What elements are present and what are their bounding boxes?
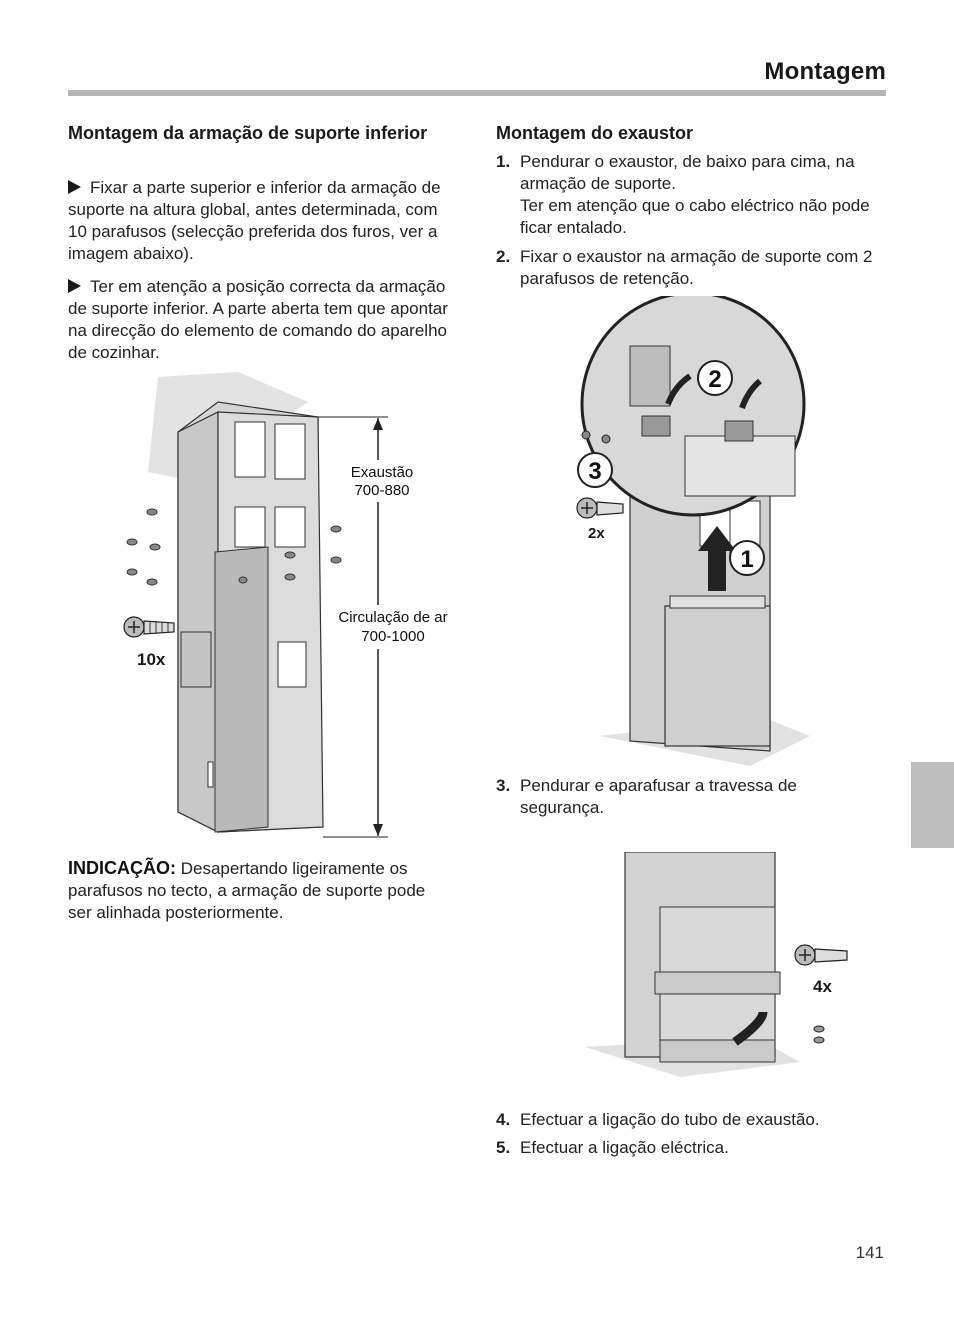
circulation-label: Circulação de ar [338, 609, 447, 626]
step-number: 2. [496, 247, 511, 266]
hood-mounting-figure: 2 3 1 2x [576, 296, 810, 766]
step-number: 4. [496, 1110, 511, 1129]
step-1-text-2: Ter em atenção que o cabo eléctrico não … [520, 196, 870, 237]
arrow-up-icon [373, 418, 383, 430]
step-number: 1. [496, 152, 511, 171]
arrow-up-icon [698, 526, 736, 591]
step-1-text: Pendurar o exaustor, de baixo para cima,… [520, 152, 855, 193]
screw-icon [794, 944, 848, 966]
label-bg [333, 460, 425, 502]
note-text: Desapertando ligeiramente os parafusos n… [68, 859, 426, 922]
instruction-1: Fixar a parte superior e inferior da arm… [68, 177, 453, 265]
step-list-c: 4. Efectuar a ligação do tubo de exaustã… [496, 1109, 876, 1159]
section-heading-hood: Montagem do exaustor [496, 123, 694, 143]
step-3-text: Pendurar e aparafusar a travessa de segu… [520, 776, 797, 817]
frame-cutout [234, 506, 266, 548]
detail-hood-top [684, 435, 796, 497]
page-title: Montagem [764, 58, 886, 85]
instruction-2-text: Ter em atenção a posição correcta da arm… [68, 277, 448, 362]
callout-1: 1 [729, 540, 765, 576]
step-4: 4. Efectuar a ligação do tubo de exaustã… [496, 1109, 876, 1131]
step-4-text: Efectuar a ligação do tubo de exaustão. [520, 1110, 820, 1129]
instruction-1-text: Fixar a parte superior e inferior da arm… [68, 178, 441, 263]
frame-cutout [274, 506, 306, 548]
exhaust-label: Exaustão [351, 464, 414, 481]
frame-cutout [277, 641, 307, 688]
safety-bracket-figure: 4x [585, 852, 848, 1077]
small-screws [126, 508, 342, 586]
step-2-text: Fixar o exaustor na armação de suporte c… [520, 247, 873, 288]
triangle-bullet-icon [68, 279, 81, 293]
page-number: 141 [855, 1243, 884, 1262]
detail-hook [724, 420, 754, 442]
detail-hook [641, 415, 671, 437]
label-bg [326, 605, 458, 649]
safety-bracket [654, 971, 781, 995]
curved-arrow-icon [665, 373, 692, 406]
exhaust-range: 700-880 [354, 482, 409, 499]
frame-lower-panel [214, 546, 269, 833]
triangle-bullet-icon [68, 180, 81, 194]
step-list-a: 1. Pendurar o exaustor, de baixo para ci… [496, 151, 876, 290]
screw-count-label: 4x [813, 977, 832, 996]
frame-cutout [234, 421, 266, 478]
frame-cutout [180, 631, 212, 688]
step-number: 3. [496, 776, 511, 795]
step-2: 2. Fixar o exaustor na armação de suport… [496, 246, 876, 290]
support-frame-figure: 10x Exaustão 700-880 Circulação de ar 70… [123, 372, 458, 838]
hood-top [669, 595, 766, 609]
step-3: 3. Pendurar e aparafusar a travessa de s… [496, 775, 876, 819]
hood-body [664, 605, 771, 747]
callout-3: 3 [577, 452, 613, 488]
step-5: 5. Efectuar a ligação eléctrica. [496, 1137, 876, 1159]
frame-slot [207, 761, 214, 788]
small-screws [581, 430, 611, 444]
curved-arrow-icon [732, 1011, 768, 1046]
svg-text:1: 1 [740, 546, 753, 573]
screw-icon [576, 497, 624, 519]
curved-arrow-icon [739, 378, 762, 410]
section-heading-frame: Montagem da armação de suporte inferior [68, 123, 428, 143]
note-label: INDICAÇÃO: [68, 858, 176, 878]
screw-count-label: 10x [137, 650, 166, 669]
callout-2: 2 [697, 360, 733, 396]
svg-text:2: 2 [708, 366, 721, 393]
chapter-tab [911, 762, 954, 848]
circulation-range: 700-1000 [361, 628, 424, 645]
header-rule [68, 90, 886, 96]
instruction-2: Ter em atenção a posição correcta da arm… [68, 276, 453, 364]
small-screws [813, 1025, 825, 1044]
step-list-b: 3. Pendurar e aparafusar a travessa de s… [496, 775, 876, 819]
step-1: 1. Pendurar o exaustor, de baixo para ci… [496, 151, 876, 239]
screw-icon [123, 616, 175, 638]
step-number: 5. [496, 1138, 511, 1157]
step-5-text: Efectuar a ligação eléctrica. [520, 1138, 729, 1157]
svg-text:3: 3 [588, 458, 601, 485]
frame-cutout [274, 423, 306, 480]
screw-count-label: 2x [588, 525, 605, 542]
note: INDICAÇÃO: Desapertando ligeiramente os … [68, 857, 453, 924]
arrow-down-icon [373, 824, 383, 836]
detail-bracket [629, 345, 671, 407]
safety-bracket-lower [659, 1039, 776, 1063]
